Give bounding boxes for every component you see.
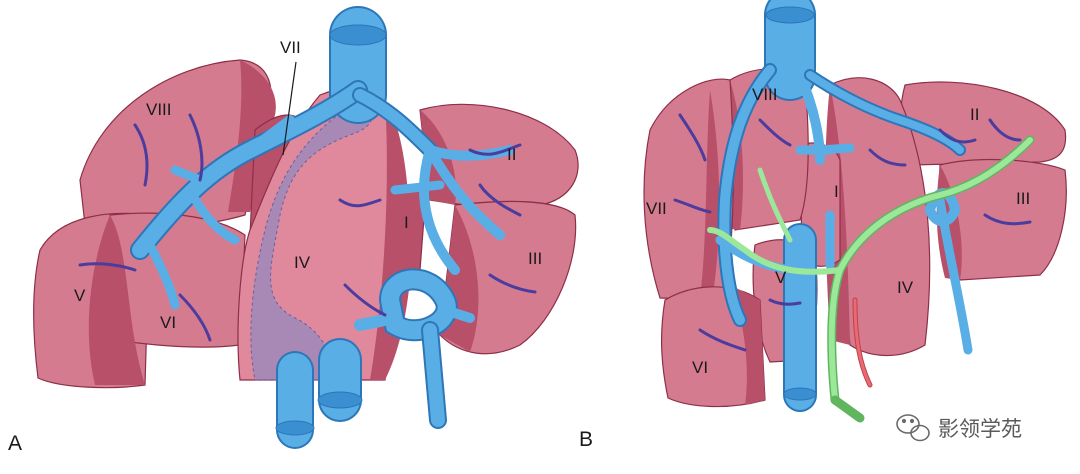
panel-a: VII VIII II I III IV V VI A — [8, 6, 579, 455]
ivc-bottom-cap-a2 — [317, 391, 363, 409]
panel-label-a: A — [8, 432, 22, 455]
portal-branches-a — [78, 113, 537, 342]
ivc-bottom-cap-b — [783, 387, 817, 401]
segment-label-b-ii: II — [970, 105, 979, 124]
leader-line-vii — [282, 61, 297, 156]
segment-label-b-i: I — [834, 182, 839, 201]
segment-label-vii: VII — [280, 38, 301, 57]
lobe-b-vi-shade — [730, 285, 765, 405]
ivc-top-cap-b — [765, 6, 815, 24]
portal-territory-overlay — [250, 99, 373, 381]
segment-label-b-iv: IV — [897, 278, 914, 297]
segment-label-b-vii: VII — [646, 199, 667, 218]
bile-ducts-b — [707, 135, 1035, 423]
watermark-text: 影领学苑 — [938, 417, 1022, 441]
segment-label-vi: VI — [160, 313, 176, 332]
segment-label-b-viii: VIII — [752, 85, 778, 104]
lobe-a-viii-shade — [228, 60, 276, 212]
panel-b: VIII II I III VII V IV VI B — [579, 0, 1067, 451]
ivc-top-cap-a — [329, 24, 387, 46]
segment-label-b-vi: VI — [692, 358, 708, 377]
segment-label-iii: III — [528, 249, 542, 268]
portal-branches-b — [673, 113, 1032, 352]
watermark: 影领学苑 — [896, 414, 1022, 442]
segment-label-b-iii: III — [1016, 189, 1030, 208]
lobe-a-vi-shade — [88, 215, 145, 385]
wechat-icon — [896, 414, 930, 442]
segment-label-ii: II — [507, 145, 516, 164]
segment-label-iv: IV — [294, 253, 311, 272]
ivc-bottom-cap-a — [275, 420, 315, 436]
segment-label-b-v: V — [775, 268, 787, 287]
segment-label-viii: VIII — [146, 100, 172, 119]
panel-label-b: B — [579, 428, 593, 451]
segment-label-i: I — [404, 213, 409, 232]
lobe-b-vii-shade — [700, 90, 720, 300]
segment-label-v: V — [74, 286, 86, 305]
